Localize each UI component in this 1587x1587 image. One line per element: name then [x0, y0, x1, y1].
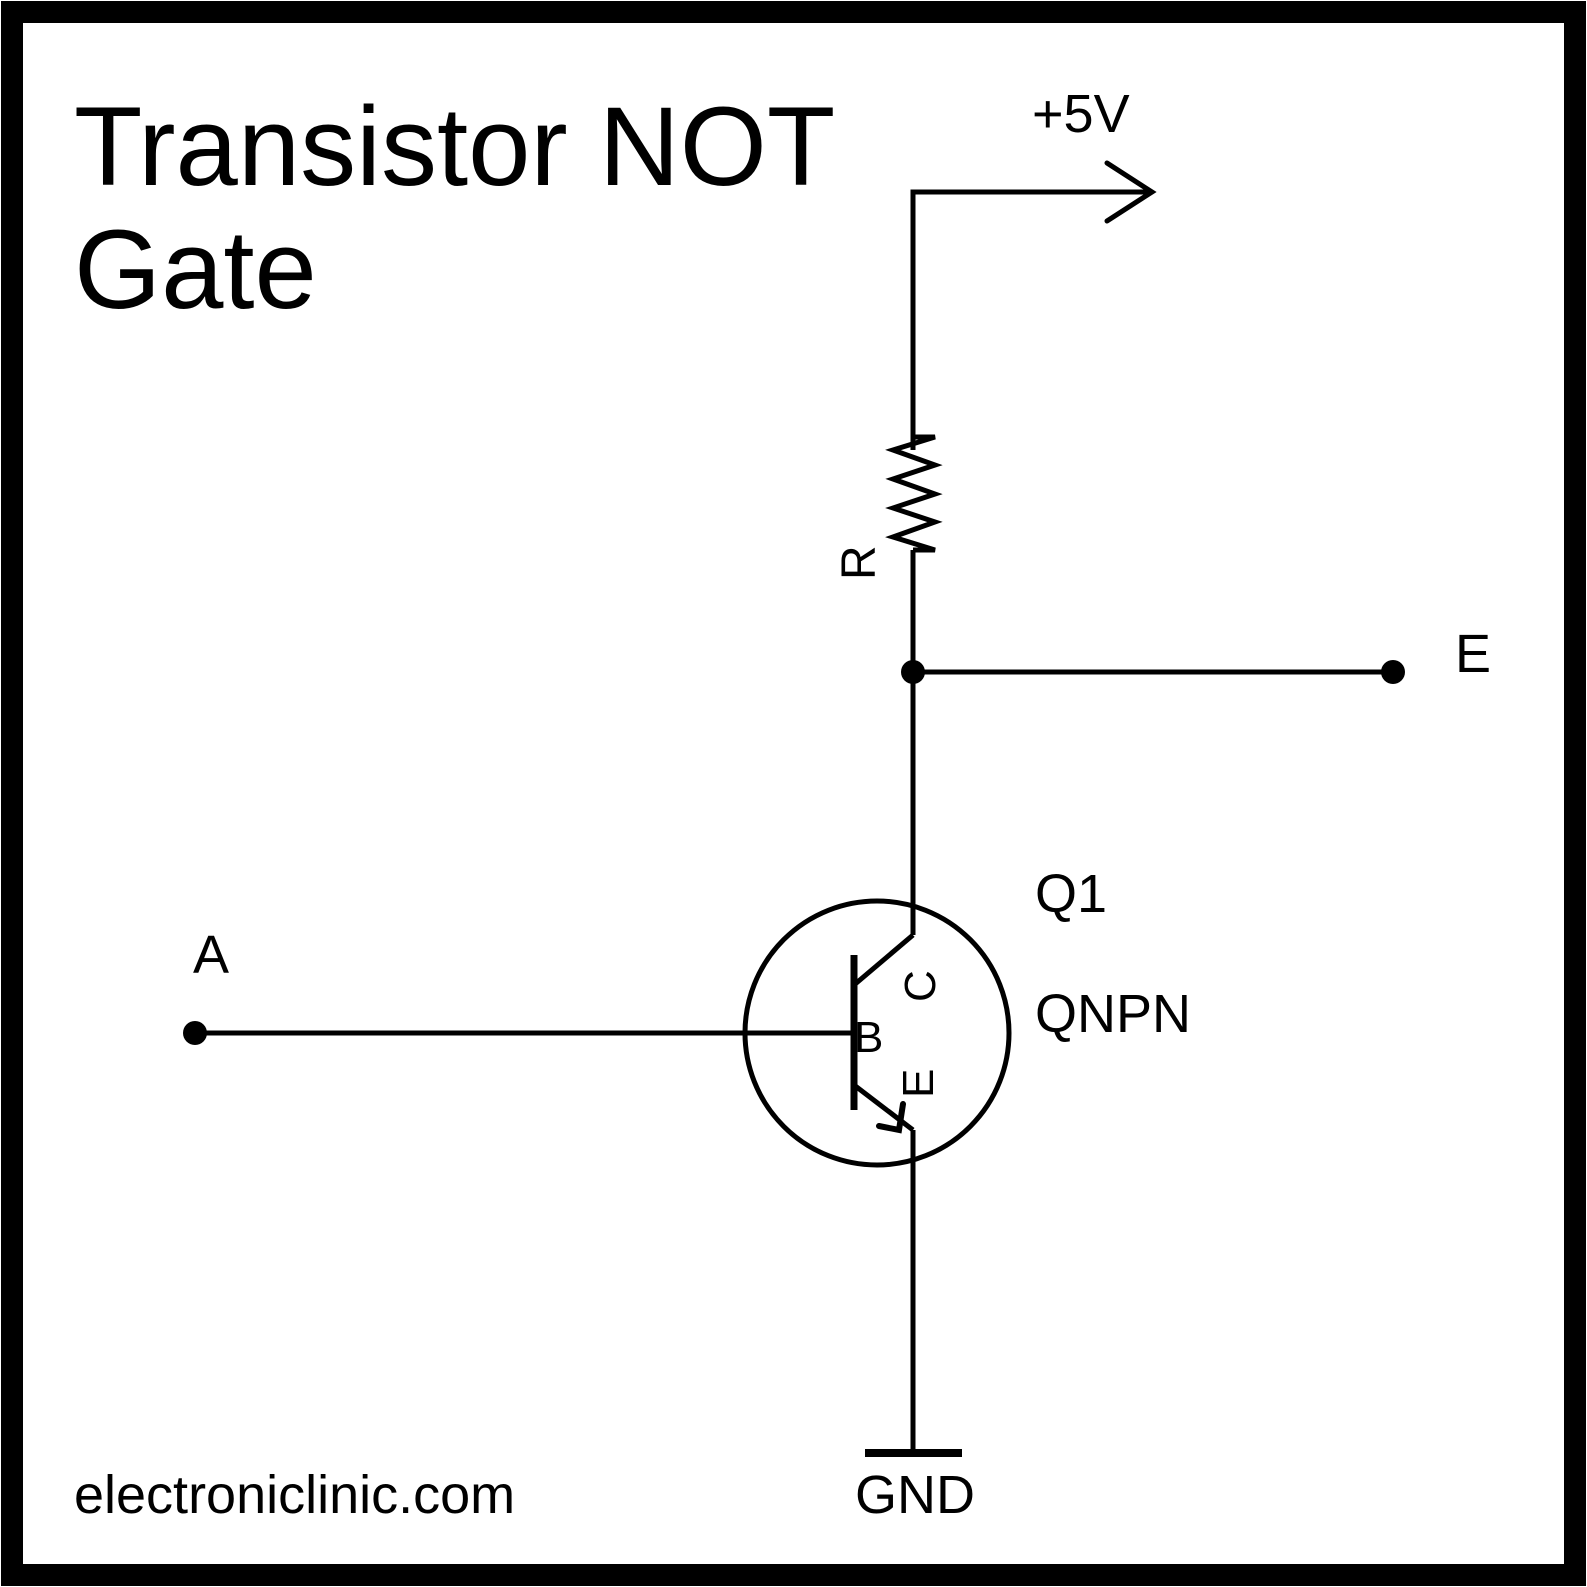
- pin-collector-label: C: [896, 970, 945, 1002]
- transistor-ref: Q1: [1035, 864, 1107, 924]
- supply-label: +5V: [1032, 84, 1130, 144]
- emitter-arrow: [876, 1101, 906, 1134]
- supply-wire: [910, 189, 1150, 450]
- resistor-label: R: [833, 545, 886, 580]
- output-label: E: [1455, 624, 1491, 684]
- junction-dot: [901, 660, 925, 684]
- ground-label: GND: [855, 1465, 975, 1525]
- footer-site: electroniclinic.com: [74, 1465, 515, 1525]
- transistor-model: QNPN: [1035, 984, 1191, 1044]
- pin-emitter-label: E: [894, 1069, 943, 1098]
- resistor-symbol: [885, 434, 943, 553]
- transistor-collector-lead: [852, 933, 915, 987]
- input-label: A: [193, 925, 229, 985]
- output-terminal-dot: [1381, 660, 1405, 684]
- title-line1: Transistor NOT: [74, 84, 835, 209]
- supply-arrow: [1104, 160, 1157, 224]
- pin-base-label: B: [854, 1013, 883, 1062]
- title-line2: Gate: [74, 207, 317, 332]
